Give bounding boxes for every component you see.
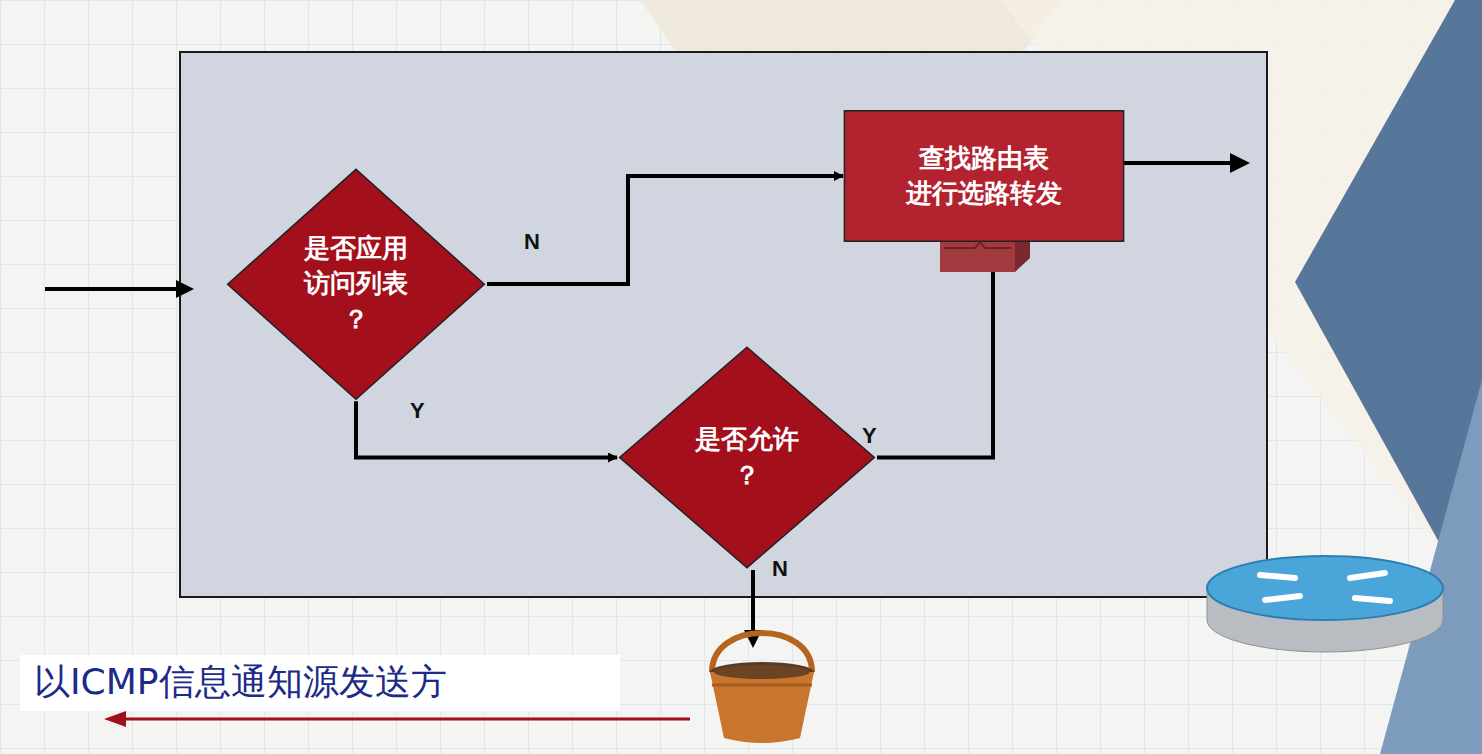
label-ground — [20, 655, 620, 711]
connector — [356, 401, 617, 457]
edge-label: Y — [410, 398, 425, 424]
decor-triangle — [1380, 380, 1482, 754]
arrow-head — [176, 280, 194, 298]
edge-label: Y — [862, 423, 877, 449]
decision-diamond: 是否允许 ？ — [617, 345, 877, 570]
notify-arrow — [124, 718, 690, 721]
connector — [487, 176, 843, 284]
branch-label: N — [772, 556, 788, 582]
node-text: 是否允许 ？ — [695, 422, 799, 492]
decision-diamond: 是否应用 访问列表 ？ — [225, 167, 487, 402]
process-box-outline — [843, 110, 1125, 242]
drop-line — [751, 570, 755, 632]
edge-label: N — [524, 229, 540, 255]
connector — [877, 242, 993, 458]
decision-diamond-outline — [617, 345, 877, 570]
arrow-head — [1230, 153, 1250, 173]
node-text: 是否应用 访问列表 ？ — [304, 231, 408, 336]
input-arrow — [45, 287, 180, 291]
arrow-head — [104, 711, 126, 727]
router-icon — [1207, 556, 1443, 652]
output-arrow — [1117, 161, 1232, 165]
device-panel — [180, 52, 1267, 597]
process-box: 查找路由表 进行选路转发 — [843, 110, 1125, 242]
arrow-head — [744, 630, 762, 648]
note-text: 以ICMP信息通知源发送方 — [34, 658, 447, 707]
node-text: 查找路由表 进行选路转发 — [906, 141, 1062, 211]
bucket-icon — [710, 633, 814, 743]
